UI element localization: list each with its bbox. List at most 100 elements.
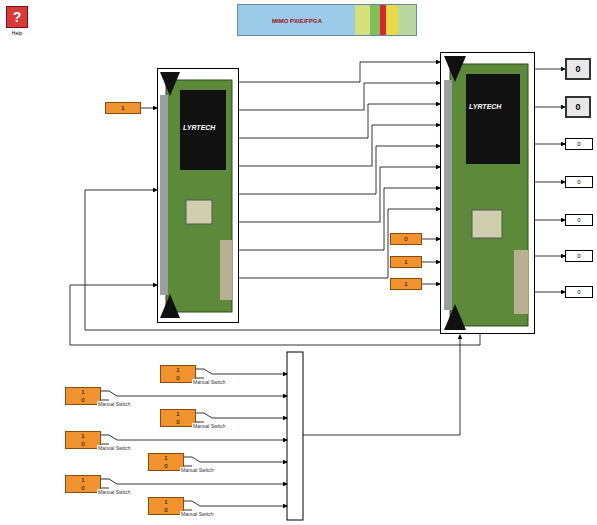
- signal-connector: [239, 104, 440, 138]
- constant-pair: 10: [65, 431, 101, 449]
- node-text: 0: [149, 462, 183, 470]
- block-label: Manual Switch: [97, 401, 132, 407]
- node-text: 0: [566, 251, 592, 261]
- block-label: Manual Switch: [192, 379, 227, 385]
- node-text: 0: [566, 139, 592, 149]
- node-text: 0: [161, 374, 195, 382]
- node-text: 0: [567, 98, 589, 116]
- block-label: Manual Switch: [97, 489, 132, 495]
- constant-pair: 10: [160, 365, 196, 383]
- signal-wire: [192, 501, 200, 506]
- constant-block: 1: [105, 102, 141, 114]
- block-label: Manual Switch: [192, 423, 227, 429]
- node-text: 0: [161, 418, 195, 426]
- signal-wire: [204, 413, 212, 418]
- signal-wire: [101, 479, 109, 480]
- node-text: Help: [7, 30, 27, 36]
- fpga-board-block: LYRTECH: [157, 68, 239, 323]
- node-text: 0: [391, 234, 421, 244]
- signal-wire: [184, 501, 192, 502]
- node-text: 0: [66, 440, 100, 448]
- display-block: 0: [565, 286, 593, 298]
- signal-connector: [535, 256, 565, 257]
- signal-wire: [117, 484, 287, 485]
- signal-wire: [196, 413, 204, 414]
- node-text: LYRTECH: [469, 103, 501, 111]
- signal-wire: [117, 396, 287, 397]
- signal-connector: [422, 284, 440, 285]
- signal-wire: [303, 335, 460, 435]
- signal-connector: [535, 144, 565, 145]
- signal-connector: [70, 285, 480, 345]
- signal-wire: [196, 369, 204, 370]
- node-text: 0: [566, 177, 592, 187]
- node-text: 1: [161, 366, 195, 374]
- digital-display: 0: [565, 96, 591, 118]
- signal-connector: [141, 108, 157, 109]
- title-band: MIMO PXIE/FPGA: [237, 4, 417, 36]
- signal-wire: [212, 374, 287, 375]
- node-text: 1: [149, 454, 183, 462]
- node-text: 1: [391, 257, 421, 267]
- constant-block: 0: [390, 233, 422, 245]
- signal-connector: [422, 239, 440, 240]
- signal-wire: [101, 435, 109, 436]
- signal-wire: [204, 369, 212, 374]
- signal-wire: [109, 391, 117, 396]
- block-label: Manual Switch: [180, 467, 215, 473]
- signal-connector: [535, 107, 565, 108]
- signal-wire: [109, 435, 117, 440]
- constant-pair: 10: [160, 409, 196, 427]
- signal-connector: [535, 220, 565, 221]
- constant-pair: 10: [65, 475, 101, 493]
- signal-connector: [239, 62, 440, 82]
- signal-connector: [239, 83, 440, 110]
- node-text: 1: [161, 410, 195, 418]
- constant-pair: 10: [65, 387, 101, 405]
- signal-wire: [212, 418, 287, 419]
- mux-block: [287, 352, 303, 520]
- node-text: 0: [149, 506, 183, 514]
- help-icon: ?Help: [6, 6, 28, 28]
- display-block: 0: [565, 176, 593, 188]
- signal-wire: [192, 457, 200, 462]
- signal-wire: [117, 440, 287, 441]
- block-label: Manual Switch: [97, 445, 132, 451]
- node-text: 1: [66, 476, 100, 484]
- node-text: 1: [106, 103, 140, 113]
- node-text: 1: [66, 432, 100, 440]
- node-text: 0: [66, 484, 100, 492]
- display-block: 0: [565, 138, 593, 150]
- signal-connector: [239, 167, 440, 222]
- constant-pair: 10: [148, 453, 184, 471]
- node-text: 1: [149, 498, 183, 506]
- signal-wire: [200, 506, 287, 507]
- node-text: 0: [567, 60, 589, 78]
- node-text: ?: [7, 7, 27, 27]
- constant-block: 1: [390, 256, 422, 268]
- constant-pair: 10: [148, 497, 184, 515]
- signal-connector: [239, 146, 440, 194]
- block-label: Manual Switch: [180, 511, 215, 517]
- node-text: 1: [391, 279, 421, 289]
- digital-display: 0: [565, 58, 591, 80]
- signal-connector: [422, 262, 440, 263]
- signal-connector: [239, 125, 440, 166]
- signal-connector: [239, 209, 440, 278]
- fpga-board-block: LYRTECH: [440, 52, 535, 334]
- board-illustration: [160, 72, 232, 318]
- signal-wire: [109, 479, 117, 484]
- constant-block: 1: [390, 278, 422, 290]
- signal-wire: [101, 391, 109, 392]
- node-text: 0: [566, 215, 592, 225]
- signal-connector: [85, 190, 440, 330]
- display-block: 0: [565, 250, 593, 262]
- node-text: 0: [66, 396, 100, 404]
- node-text: MIMO PXIE/FPGA: [238, 17, 356, 25]
- signal-connector: [535, 182, 565, 183]
- node-text: 1: [66, 388, 100, 396]
- signal-connector: [535, 69, 565, 70]
- board-illustration: [444, 56, 528, 330]
- signal-wire: [184, 457, 192, 458]
- signal-wire: [200, 462, 287, 463]
